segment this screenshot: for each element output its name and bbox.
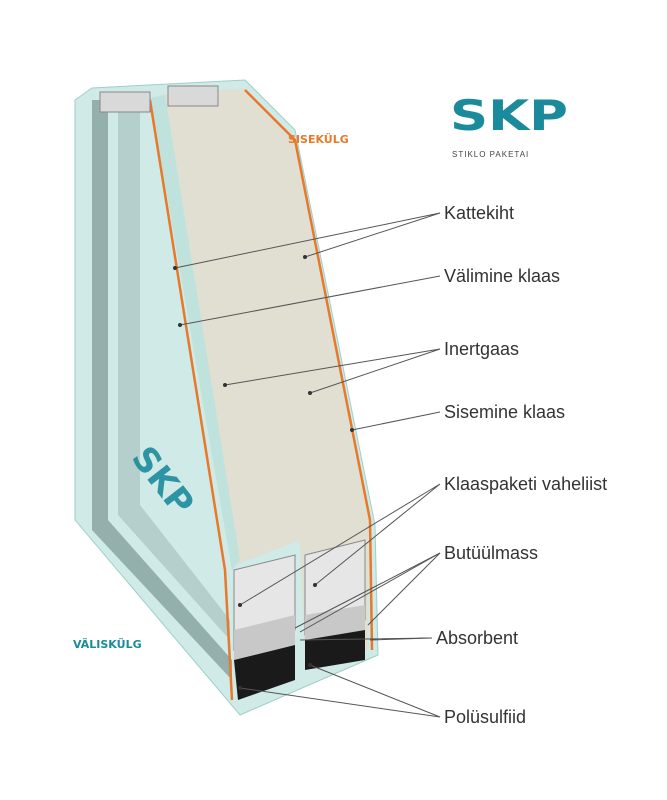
coating-line-right <box>244 89 374 651</box>
label-inertgaas: Inertgaas <box>444 339 519 359</box>
frame-shadow <box>92 100 232 680</box>
label-sisemine-klaas: Sisemine klaas <box>444 402 565 422</box>
skp-logo: SKP STIKLO PAKETAI <box>450 91 568 159</box>
leader-lines <box>173 212 441 718</box>
outside-label: VÄLISKÜLG <box>73 637 142 651</box>
logo-mark: SKP <box>450 91 568 140</box>
label-butuulmass: Butüülmass <box>444 543 538 563</box>
polysulfide-left <box>234 645 295 700</box>
inner-frame <box>118 108 230 640</box>
absorbent-right <box>305 605 365 640</box>
middle-glass <box>150 95 240 570</box>
coating-line-left <box>148 99 234 701</box>
label-kattekiht: Kattekiht <box>444 203 514 223</box>
inner-glass-pane <box>160 88 370 655</box>
logo-subtitle: STIKLO PAKETAI <box>452 150 529 159</box>
label-absorbent: Absorbent <box>436 628 518 648</box>
spacer-top-left <box>99 91 151 113</box>
label-valimine-klaas: Välimine klaas <box>444 266 560 286</box>
spacer-top-right <box>167 85 219 107</box>
label-polusulfiid: Polüsulfiid <box>444 707 526 727</box>
inside-label: SISEKÜLG <box>288 132 349 146</box>
label-klaaspaketi-vaheliist: Klaaspaketi vaheliist <box>444 474 607 494</box>
